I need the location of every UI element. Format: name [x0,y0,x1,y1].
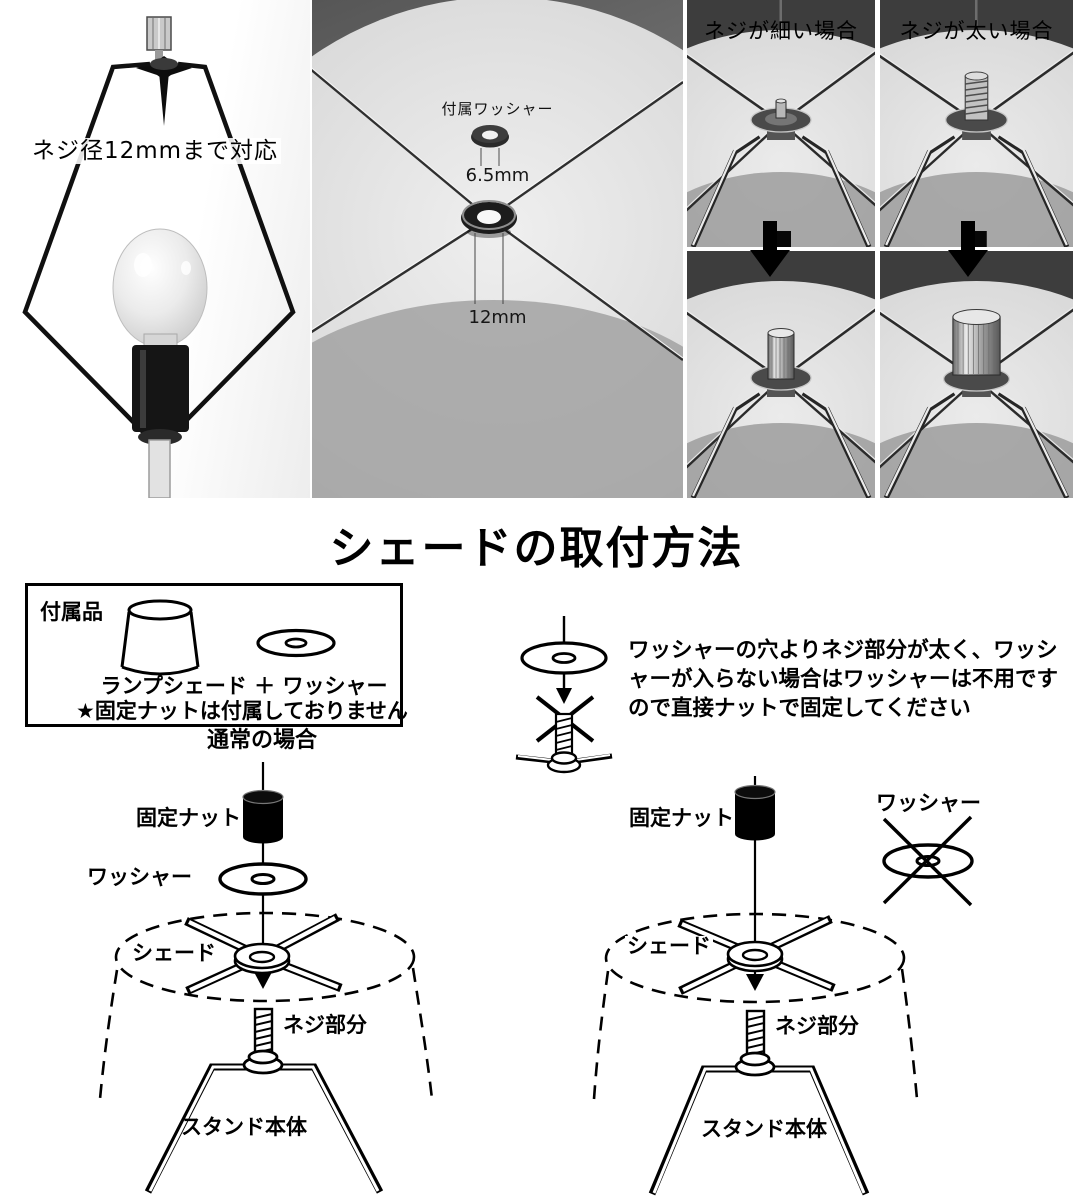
thin-screw-stub-icon [775,98,787,119]
down-arrow-icon [750,221,790,277]
thick-screw-icon [964,71,989,121]
normal-case-heading: 通常の場合 [207,728,318,753]
photo-thin-screw-after [687,251,875,498]
accessories-items-label: ランプシェード ＋ ワッシャー [100,674,388,698]
assembly-diagrams [98,616,974,1196]
thick-screw-label: ネジが太い場合 [899,19,1054,43]
accessories-box: 付属品 ランプシェード ＋ ワッシャー ★固定ナットは付属しておりません [25,583,408,727]
washer-label: ワッシャー [87,865,192,889]
photo-thick-screw-after [880,251,1073,498]
included-washer-icon [471,125,509,148]
spoke-hub-icon [233,942,291,975]
fixing-nut-label: 固定ナット [629,806,734,830]
down-arrowhead [254,972,272,989]
harp-caption: ネジ径12mmまで対応 [0,131,310,165]
washer-no-fit-mini-diagram [515,616,613,774]
harp-saddle-icon [136,56,192,126]
crossed-out-washer-icon [882,815,974,907]
thick-screw-after-drawing [880,251,1073,498]
center-hub-icon [461,200,517,238]
stand-harp [144,1063,384,1194]
stand-collar-icon [242,1049,284,1075]
washer-icon [218,862,308,896]
shade-spokes [312,68,683,362]
screw-icon [745,1009,766,1059]
section-title: シェードの取付方法 [329,523,744,574]
photo-thick-screw-before: ネジが太い場合 [880,0,1073,247]
spoke-glints [312,67,683,359]
bulb-icon [112,228,208,349]
down-arrowhead [746,974,764,991]
washer-drawing-icon [256,628,336,658]
washer-label: ワッシャー [876,791,981,815]
fixing-nut-icon [734,784,776,841]
washer-diameter-dim: 6.5mm [465,165,530,186]
thin-screw-before-drawing [687,0,875,247]
thick-screw-before-drawing [880,0,1073,247]
photo-lamp-harp: ネジ径12mmまで対応 [0,0,310,498]
stand-collar-icon [734,1051,776,1077]
fixing-nut-label: 固定ナット [136,806,241,830]
normal-case-diagram [98,762,434,1194]
shade-dashed-outline [98,911,434,1100]
large-fixing-nut-icon [952,309,1001,376]
shade-dashed-outline [592,912,919,1100]
shade-label: シェード [130,941,218,965]
stand-harp [648,1065,870,1196]
fixing-nut-icon [242,789,284,844]
stand-body-label: スタンド本体 [181,1115,307,1139]
accessories-heading: 付属品 [40,600,103,624]
lamp-pole [148,439,171,498]
thin-screw-label: ネジが細い場合 [704,19,858,43]
harp-drawing [22,16,296,498]
shade-label: シェード [625,934,713,958]
screw-icon [253,1007,274,1057]
thick-case-note: ワッシャーの穴よりネジ部分が太く、ワッシャーが入らない場合はワッシャーは不用です… [628,638,1059,722]
photo-thin-screw-before: ネジが細い場合 [687,0,875,247]
small-fixing-nut-icon [767,328,795,380]
thick-case-diagram [515,616,974,1196]
down-arrow-icon [948,221,988,277]
harp-wire [22,61,296,443]
accessories-drawings [120,599,336,676]
shade-inner-cone [312,300,683,498]
spoke-hub-icon [726,940,784,973]
hub-diameter-dim: 12mm [468,307,527,328]
accessories-note: ★固定ナットは付属しておりません [76,699,408,723]
screw-part-label: ネジ部分 [283,1013,367,1037]
photo-shade-interior: 付属ワッシャー 6.5mm 12mm [312,0,683,498]
washer-dim-lines [480,148,500,166]
stand-body-label: スタンド本体 [701,1117,827,1141]
screw-part-label: ネジ部分 [775,1014,859,1038]
included-washer-label: 付属ワッシャー [441,100,554,118]
thin-screw-after-drawing [687,251,875,498]
socket-icon [132,345,189,445]
lampshade-drawing-icon [120,599,200,676]
shade-interior-drawing [312,0,683,498]
finial-icon [146,16,172,61]
hub-dim-lines [474,233,504,304]
